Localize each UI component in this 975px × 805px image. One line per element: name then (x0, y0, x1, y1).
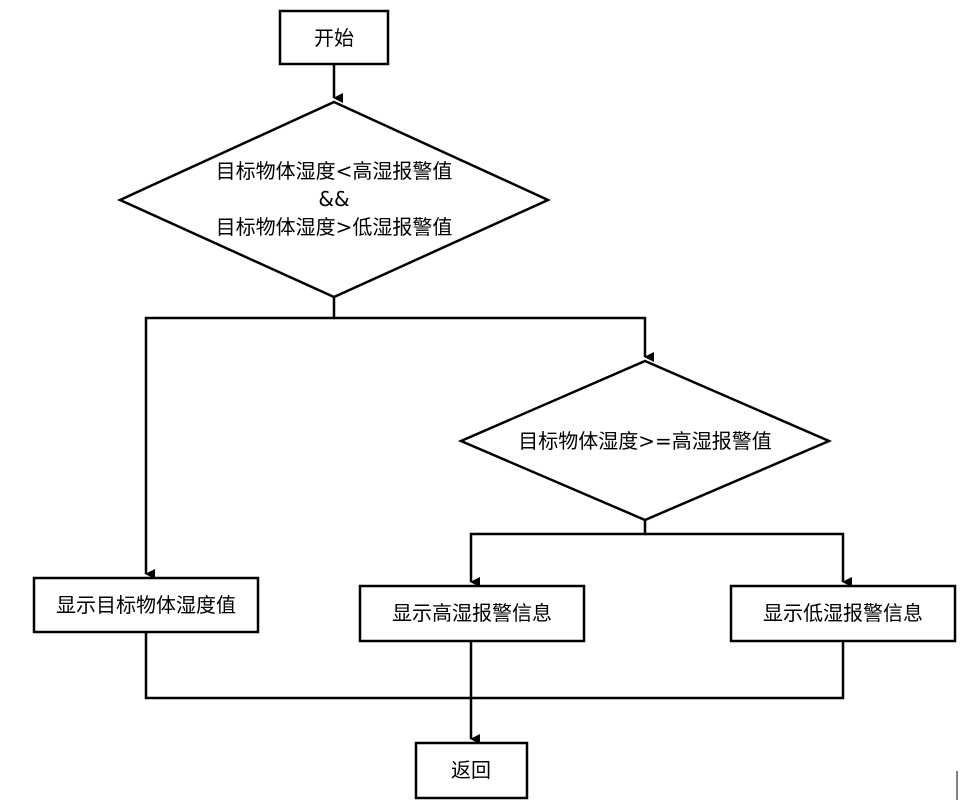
edge-decision2-to-low-alarm (645, 532, 852, 587)
start-node-label: 开始 (314, 26, 354, 50)
edge-decision1-to-decision2 (334, 316, 654, 362)
return-node: 返回 (414, 741, 529, 800)
show-high-alarm-node: 显示高湿报警信息 (358, 584, 586, 643)
show-value-label: 显示目标物体湿度值 (56, 593, 236, 617)
show-value-node: 显示目标物体湿度值 (32, 576, 260, 634)
edge-decision2-to-high-alarm (469, 520, 647, 587)
show-low-alarm-label: 显示低湿报警信息 (763, 601, 923, 625)
edge-decision1-to-show-value (144, 297, 336, 579)
return-label: 返回 (451, 758, 491, 782)
decision2-node: 目标物体湿度>=高湿报警值 (457, 359, 833, 522)
start-node: 开始 (278, 9, 390, 66)
decision1-line1: 目标物体湿度<高湿报警值 (216, 159, 453, 183)
decision2-label: 目标物体湿度>=高湿报警值 (518, 429, 772, 453)
decision1-node: 目标物体湿度<高湿报警值 && 目标物体湿度>低湿报警值 (116, 100, 552, 299)
show-low-alarm-node: 显示低湿报警信息 (729, 584, 957, 643)
decision1-line3: 目标物体湿度>低湿报警值 (216, 215, 453, 239)
edge-merge-bottom (144, 632, 845, 700)
decision1-line2: && (318, 187, 349, 211)
show-high-alarm-label: 显示高湿报警信息 (392, 601, 552, 625)
